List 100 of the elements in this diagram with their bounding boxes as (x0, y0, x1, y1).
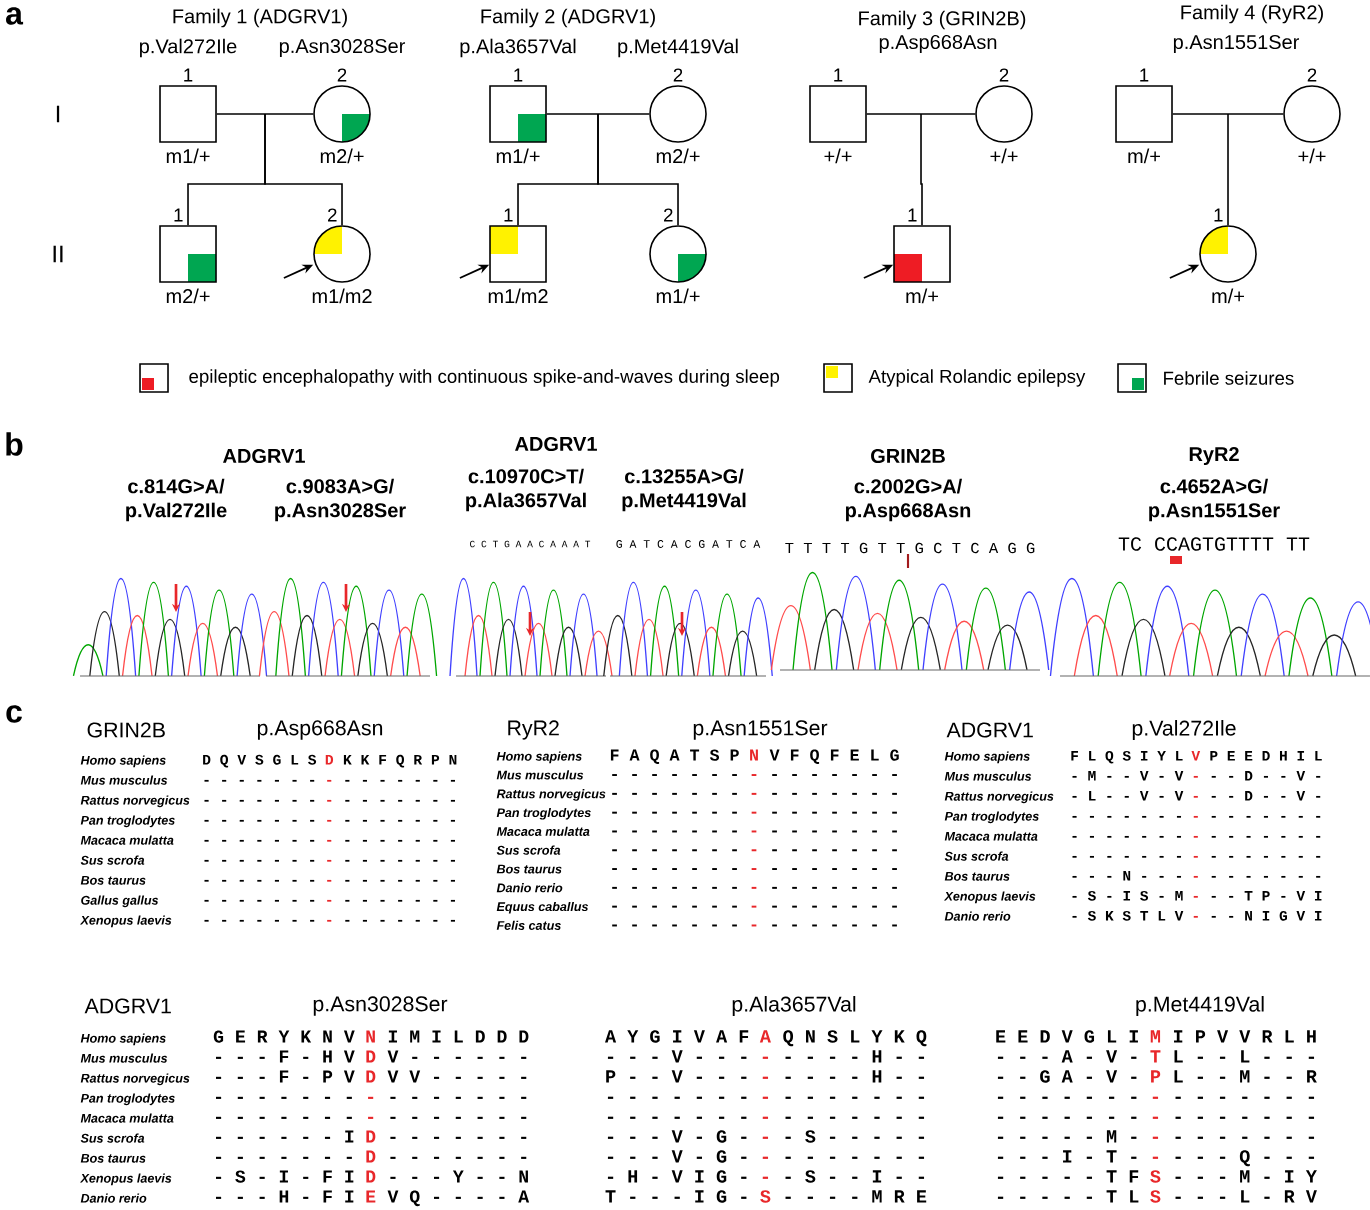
mutated-residue: - (751, 830, 757, 833)
panel-letter: b (6, 432, 23, 456)
mutated-residue: D (366, 1050, 376, 1063)
mutated-residue: - (1152, 1156, 1159, 1159)
individual-number: 1 (184, 68, 193, 82)
residue-sequence: - - - - - - - (772, 849, 897, 852)
residue-sequence: - - - - - - - (390, 1096, 527, 1099)
residue-sequence: V - - - - - - (387, 1050, 527, 1063)
residue-sequence: - - - L - R V (1175, 1190, 1317, 1203)
genotype-label: m/+ (1212, 288, 1244, 304)
mutated-residue: - (751, 905, 757, 908)
residue-sequence: - - - - - - - (1175, 1136, 1315, 1139)
mutated-residue: P (1151, 1070, 1161, 1083)
residue-sequence: - - - - M R E (785, 1190, 927, 1203)
legend-text: Febrile seizures (1164, 371, 1294, 385)
individual-number: 2 (664, 208, 673, 222)
residue-sequence: - - - Q - - - (1175, 1150, 1315, 1167)
residue-sequence: - - - - - - - (612, 924, 737, 927)
residue-sequence: - - - - - - - (390, 1156, 527, 1159)
residue-sequence: - - - H - F I (216, 1190, 354, 1203)
panel-letter: a (6, 7, 24, 25)
genotype-label: m1/+ (166, 148, 210, 164)
residue-sequence: V V - - - - - (387, 1070, 527, 1083)
residue-sequence: - - - - - - - (772, 792, 897, 795)
residue-sequence: G E R Y K N V (213, 1030, 355, 1043)
residue-sequence: - - - - - - - (785, 1096, 925, 1099)
mutation-label: c.2002G>A/ p.Asp668Asn (846, 478, 971, 522)
residue-sequence: - H - V I G - (607, 1170, 747, 1183)
mutated-residue: - (751, 886, 757, 889)
individual-number: 2 (673, 68, 683, 82)
gene-name: GRIN2B (871, 448, 945, 464)
residue-sequence: I P V V R L H (1174, 1030, 1316, 1043)
family-title: Family 2 (ADGRV1) (481, 8, 655, 28)
residue-sequence: - - - - - - - (772, 924, 897, 927)
residue-sequence: - - - - - - - (612, 849, 737, 852)
mutated-residue: S (1150, 1190, 1161, 1203)
mutated-residue: D (366, 1150, 376, 1163)
gene-name: GRIN2B (87, 722, 165, 738)
residue-sequence: - - - - - - - (612, 792, 737, 795)
mutated-residue: - (762, 1076, 769, 1079)
residue-sequence: - - - - - - - (607, 1096, 747, 1099)
residue-sequence: - - - V - G - (607, 1150, 747, 1163)
genotype-label: m2/+ (656, 148, 700, 164)
residue-sequence: - - - - - - - (997, 1116, 1137, 1119)
residue-sequence: - - - I - T - (997, 1150, 1137, 1163)
mutated-residue: - (368, 1096, 374, 1099)
residue-sequence: - - - - - - - (772, 774, 897, 777)
residue-sequence: - - - - - - - (390, 1136, 527, 1139)
residue-sequence: - - - - - - - (1175, 1116, 1315, 1119)
individual-number: 2 (1307, 68, 1317, 82)
mutated-residue: - (762, 1096, 769, 1099)
mutated-residue: - (751, 774, 757, 777)
mutated-residue: D (366, 1130, 376, 1143)
individual-number: 1 (1214, 208, 1223, 222)
residue-sequence: - - - - - - - (785, 1156, 925, 1159)
residue-sequence: - - - - - - - (1175, 1096, 1315, 1099)
genotype-label: m1/+ (496, 148, 540, 164)
mutated-residue: E (366, 1190, 376, 1203)
mutated-residue: - (751, 811, 757, 814)
variant-label: p.Asn3028Ser (313, 996, 448, 1016)
genotype-label: m1/m2 (488, 288, 548, 304)
residue-sequence: - - - - H - - (785, 1070, 925, 1083)
genotype-label: +/+ (1298, 148, 1326, 164)
mutated-residue: - (1152, 1136, 1159, 1139)
generation-label: I (56, 105, 60, 123)
residue-sequence: - - - F - P V (216, 1070, 355, 1083)
variant-label: p.Met4419Val (1136, 996, 1264, 1016)
variant-label: p.Asn1551Ser (693, 720, 828, 740)
residue-sequence: - - - - - - - (612, 774, 737, 777)
residue-sequence: L - - L - - - (1174, 1050, 1315, 1063)
residue-sequence: - S - I - F I (216, 1170, 354, 1183)
residue-sequence: V F Q F E L G (769, 749, 899, 764)
residue-sequence: - - - - - - - (772, 830, 897, 833)
residue-sequence: - S - - - - - (785, 1130, 925, 1143)
individual-number: 2 (999, 68, 1009, 82)
mutated-residue: - (751, 924, 757, 927)
residue-sequence: - - - - - - - (997, 1096, 1137, 1099)
residue-sequence: - S - - I - - (785, 1170, 925, 1183)
genotype-label: m/+ (1128, 148, 1160, 164)
residue-sequence: - - - - - M - (997, 1130, 1137, 1143)
legend-text: epileptic encephalopathy with continuous spike-and-waves during sleep (189, 369, 780, 387)
mutated-residue: - (762, 1056, 769, 1059)
family-title: Family 4 (RyR2) (1181, 4, 1323, 24)
variant-label: p.Ala3657Val (732, 996, 856, 1016)
variant-label: p.Asp668Asn (257, 720, 383, 740)
residue-sequence: A Y G I V A F (605, 1030, 749, 1043)
mutated-residue: - (751, 792, 757, 795)
mutated-residue: - (368, 1116, 374, 1119)
mutated-residue: - (1152, 1116, 1159, 1119)
residue-sequence: - - - - - - - (612, 811, 737, 814)
mutated-residue: D (366, 1170, 376, 1183)
residue-sequence: - - - - - - - (612, 905, 737, 908)
individual-number: 1 (514, 68, 523, 82)
mutated-residue: A (759, 1030, 771, 1043)
residue-sequence: - - - - - - - (607, 1116, 747, 1119)
mutation-label: c.10970C>T/ p.Ala3657Val (466, 468, 586, 512)
residue-sequence: - - - - - - - (612, 868, 737, 871)
gene-name: ADGRV1 (946, 722, 1033, 738)
gene-name: ADGRV1 (223, 448, 305, 464)
mutated-residue: S (760, 1190, 771, 1203)
